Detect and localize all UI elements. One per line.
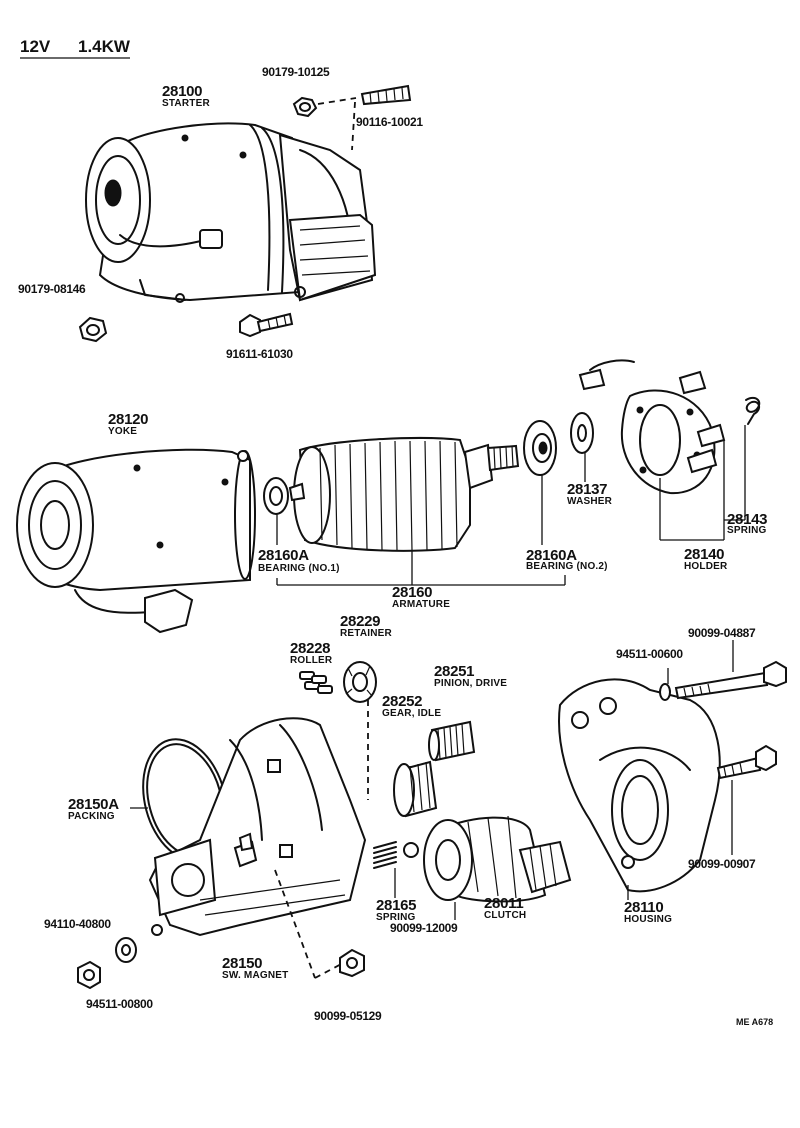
part-name-starter: STARTER xyxy=(162,98,210,109)
retainer-drawing xyxy=(343,661,377,703)
part-name-pinion: PINION, DRIVE xyxy=(434,678,508,689)
stud-drawing xyxy=(360,84,412,106)
part-number-stud: 90116-10021 xyxy=(356,115,423,129)
part-number-idle-gear: 28252 xyxy=(382,693,423,710)
part-number-nut-bottom: 94110-40800 xyxy=(44,917,111,931)
part-number-bolt-housing: 90099-00907 xyxy=(688,857,756,871)
part-name-washer: WASHER xyxy=(567,496,613,507)
bearing-2-drawing xyxy=(523,420,557,476)
bolt-housing-drawing xyxy=(716,744,777,780)
part-number-clutch: 28011 xyxy=(484,895,524,912)
part-number-starter: 28100 xyxy=(162,83,203,100)
part-number-pinion: 28251 xyxy=(434,663,475,680)
part-name-idle-gear: GEAR, IDLE xyxy=(382,708,442,719)
part-number-bearing-1: 28160A xyxy=(258,547,309,564)
part-number-roller: 28228 xyxy=(290,640,331,657)
part-number-yoke: 28120 xyxy=(108,411,149,428)
idle-gear-drawing xyxy=(393,760,438,818)
voltage-label: 12V xyxy=(20,37,51,56)
part-number-nut-magnet: 90099-05129 xyxy=(314,1009,382,1023)
leader-lines xyxy=(276,425,746,586)
part-number-bolt-starter: 91611-61030 xyxy=(226,347,293,361)
bolt-starter-drawing xyxy=(239,312,294,338)
part-name-armature: ARMATURE xyxy=(392,599,451,610)
housing-drawing xyxy=(558,678,721,893)
spring-holder-drawing xyxy=(745,396,761,425)
part-number-armature: 28160 xyxy=(392,584,433,601)
yoke-drawing xyxy=(16,448,256,634)
part-name-spring-magnet: SPRING xyxy=(376,912,416,923)
part-number-nut-top: 90179-10125 xyxy=(262,65,330,79)
part-name-yoke: YOKE xyxy=(108,426,138,437)
ball-drawing xyxy=(403,842,419,858)
spring-magnet-drawing xyxy=(373,841,397,869)
part-name-retainer: RETAINER xyxy=(340,628,392,639)
part-number-spring-holder: 28143 xyxy=(727,511,768,528)
pinion-drawing xyxy=(428,720,476,762)
part-number-housing: 28110 xyxy=(624,899,664,916)
part-number-holder: 28140 xyxy=(684,546,725,563)
part-name-roller: ROLLER xyxy=(290,655,333,666)
washer-drawing xyxy=(570,412,594,454)
part-number-ball: 90099-12009 xyxy=(390,921,458,935)
nut-left-drawing xyxy=(78,316,108,343)
washer-top-drawing xyxy=(659,683,671,701)
part-name-sw-magnet: SW. MAGNET xyxy=(222,970,289,981)
part-number-washer: 28137 xyxy=(567,481,608,498)
bolt-long-drawing xyxy=(674,660,787,700)
armature-drawing xyxy=(288,437,520,552)
part-number-washer-bottom: 94511-00800 xyxy=(86,997,153,1011)
power-label: 1.4KW xyxy=(78,37,130,56)
part-number-sw-magnet: 28150 xyxy=(222,955,263,972)
part-number-bolt-long: 90099-04887 xyxy=(688,626,756,640)
part-name-packing: PACKING xyxy=(68,811,115,822)
nut-magnet-drawing xyxy=(339,948,365,978)
nut-bottom-drawing xyxy=(77,960,101,990)
bearing-1-drawing xyxy=(263,477,289,515)
part-number-nut-left: 90179-08146 xyxy=(18,282,86,296)
roller-drawing xyxy=(299,671,333,694)
part-name-bearing-2: BEARING (NO.2) xyxy=(526,561,608,572)
part-name-spring-holder: SPRING xyxy=(727,525,767,536)
part-name-clutch: CLUTCH xyxy=(484,910,527,921)
diagram-code: ME A678 xyxy=(736,1017,774,1027)
starter-assembly-drawing xyxy=(85,122,377,303)
nut-top-drawing xyxy=(292,96,318,118)
part-name-bearing-1: BEARING (NO.1) xyxy=(258,563,340,574)
part-name-holder: HOLDER xyxy=(684,561,728,572)
part-name-housing: HOUSING xyxy=(624,914,673,925)
part-number-spring-magnet: 28165 xyxy=(376,897,417,914)
part-number-packing: 28150A xyxy=(68,796,119,813)
part-number-washer-top: 94511-00600 xyxy=(616,647,683,661)
washer-bottom-drawing xyxy=(115,937,137,963)
clutch-drawing xyxy=(423,815,572,903)
sw-magnet-drawing xyxy=(148,717,367,937)
part-number-retainer: 28229 xyxy=(340,613,381,630)
holder-drawing xyxy=(578,359,726,495)
part-number-bearing-2: 28160A xyxy=(526,547,577,564)
